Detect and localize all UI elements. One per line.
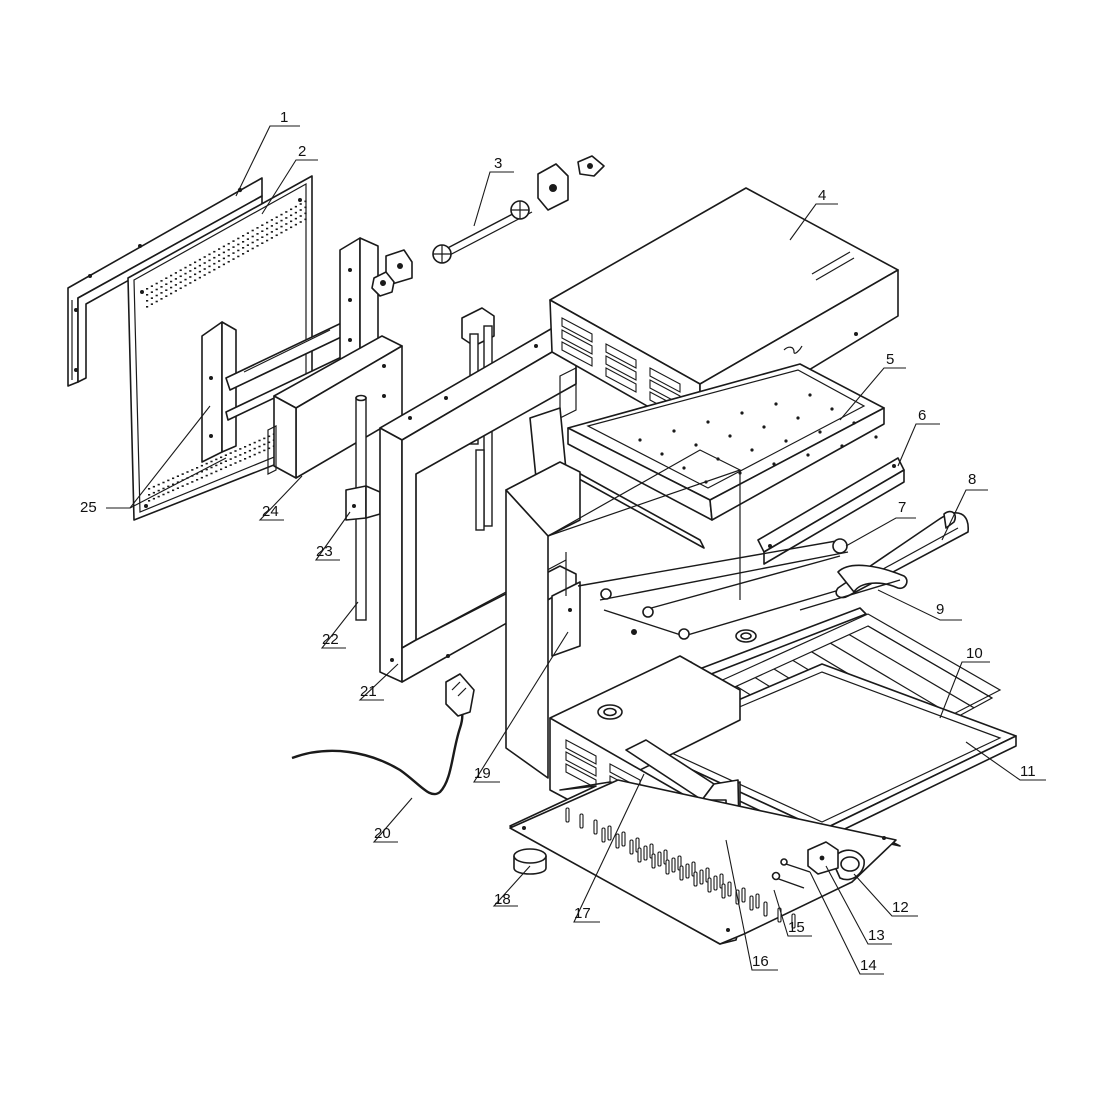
tray-side-rails: [529, 407, 705, 549]
callout-5: 5: [886, 351, 894, 368]
callout-20: 20: [374, 825, 391, 842]
callout-14: 14: [860, 957, 877, 974]
callout-18: 18: [494, 891, 511, 908]
part-3-shaft-assembly: [432, 155, 605, 264]
callout-12: 12: [892, 899, 909, 916]
callout-1: 1: [280, 109, 288, 126]
part-12-knob: [831, 849, 865, 881]
callout-3: 3: [494, 155, 502, 172]
perforation-rows-top: [146, 200, 307, 308]
part-13-switch: [807, 841, 839, 875]
part-7-spit-rods: [577, 538, 849, 640]
part-20-power-cord: [291, 673, 475, 796]
part-18-base-plate: [509, 779, 901, 945]
part-19-cabinet: [505, 449, 757, 779]
part-9-tube-elbow: [799, 564, 908, 611]
callout-16: 16: [752, 953, 769, 970]
callout-13: 13: [868, 927, 885, 944]
callout-19: 19: [474, 765, 491, 782]
callout-2: 2: [298, 143, 306, 160]
callout-8: 8: [968, 471, 976, 488]
part-5-tray: [567, 363, 885, 521]
plate-slots: [565, 807, 796, 929]
callout-10: 10: [966, 645, 983, 662]
callout-11: 11: [1020, 763, 1036, 780]
part-6-rail: [757, 457, 905, 565]
callout-21: 21: [360, 683, 377, 700]
callout-4: 4: [818, 187, 826, 204]
part-15-screw: [771, 871, 805, 889]
callout-24: 24: [262, 503, 279, 520]
callout-22: 22: [322, 631, 339, 648]
callout-9: 9: [936, 601, 944, 618]
callout-25: 25: [80, 499, 97, 516]
part-24-motor-box: [267, 335, 403, 479]
callout-layer: 1 2 3 4 5 6 7 8 9 10 11 12 13: [80, 109, 1046, 975]
callout-15: 15: [788, 919, 805, 936]
part-14-screw: [780, 858, 811, 873]
part-23-clamp: [345, 485, 381, 521]
callout-17: 17: [574, 905, 591, 922]
callout-23: 23: [316, 543, 333, 560]
callout-7: 7: [898, 499, 906, 516]
callout-6: 6: [918, 407, 926, 424]
part-18-foot: [513, 848, 547, 875]
